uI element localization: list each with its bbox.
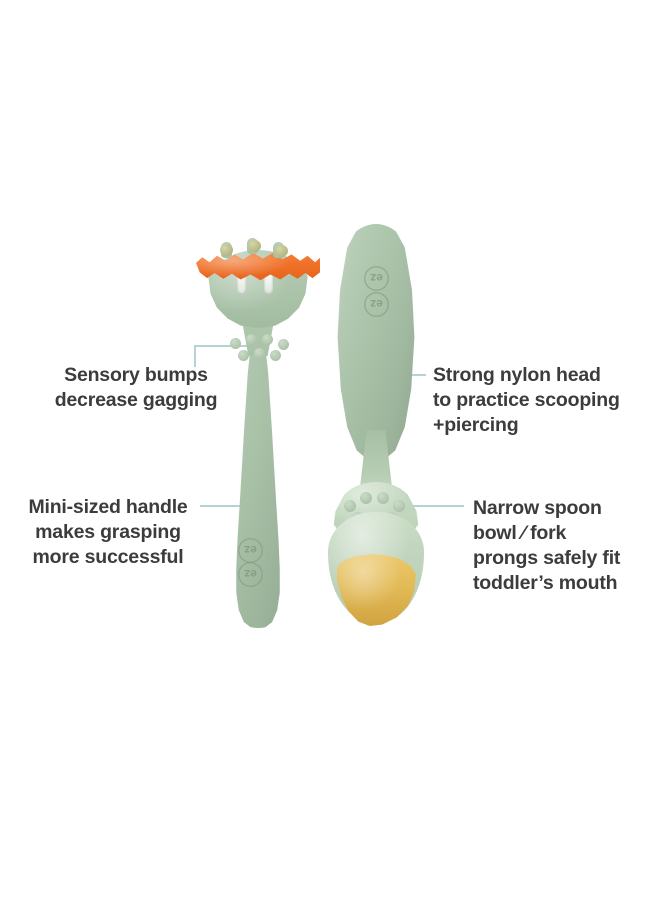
fork-brand-logo-lower: ez (238, 562, 263, 587)
fork-food-bit-right (275, 245, 288, 257)
spoon-brand-logo-upper: ez (364, 266, 389, 291)
toddler-spoon: ez ez (322, 224, 430, 628)
leader-line-narrow-bowl (406, 505, 464, 507)
toddler-fork: ez ez (196, 236, 320, 628)
spoon-brand-logo-lower: ez (364, 292, 389, 317)
fork-food-bit-left (220, 244, 233, 256)
callout-nylon-head: Strong nylon head to practice scooping +… (433, 364, 620, 436)
callout-narrow-bowl: Narrow spoon bowl ⁄ fork prongs safely f… (473, 497, 621, 594)
fork-brand-logo-upper: ez (238, 538, 263, 563)
spoon-handle (337, 224, 415, 460)
fork-food-bit-center (248, 240, 261, 252)
callout-mini-handle: Mini-sized handle makes grasping more su… (28, 496, 188, 568)
leader-line-sensory-bumps-horizontal (194, 345, 250, 347)
spoon-food-yellow-puree (336, 554, 416, 626)
fork-prong-slot-right (264, 260, 273, 294)
leader-line-sensory-bumps-vertical (194, 345, 196, 367)
leader-line-mini-handle (200, 505, 242, 507)
callout-sensory-bumps: Sensory bumps decrease gagging (54, 364, 218, 411)
